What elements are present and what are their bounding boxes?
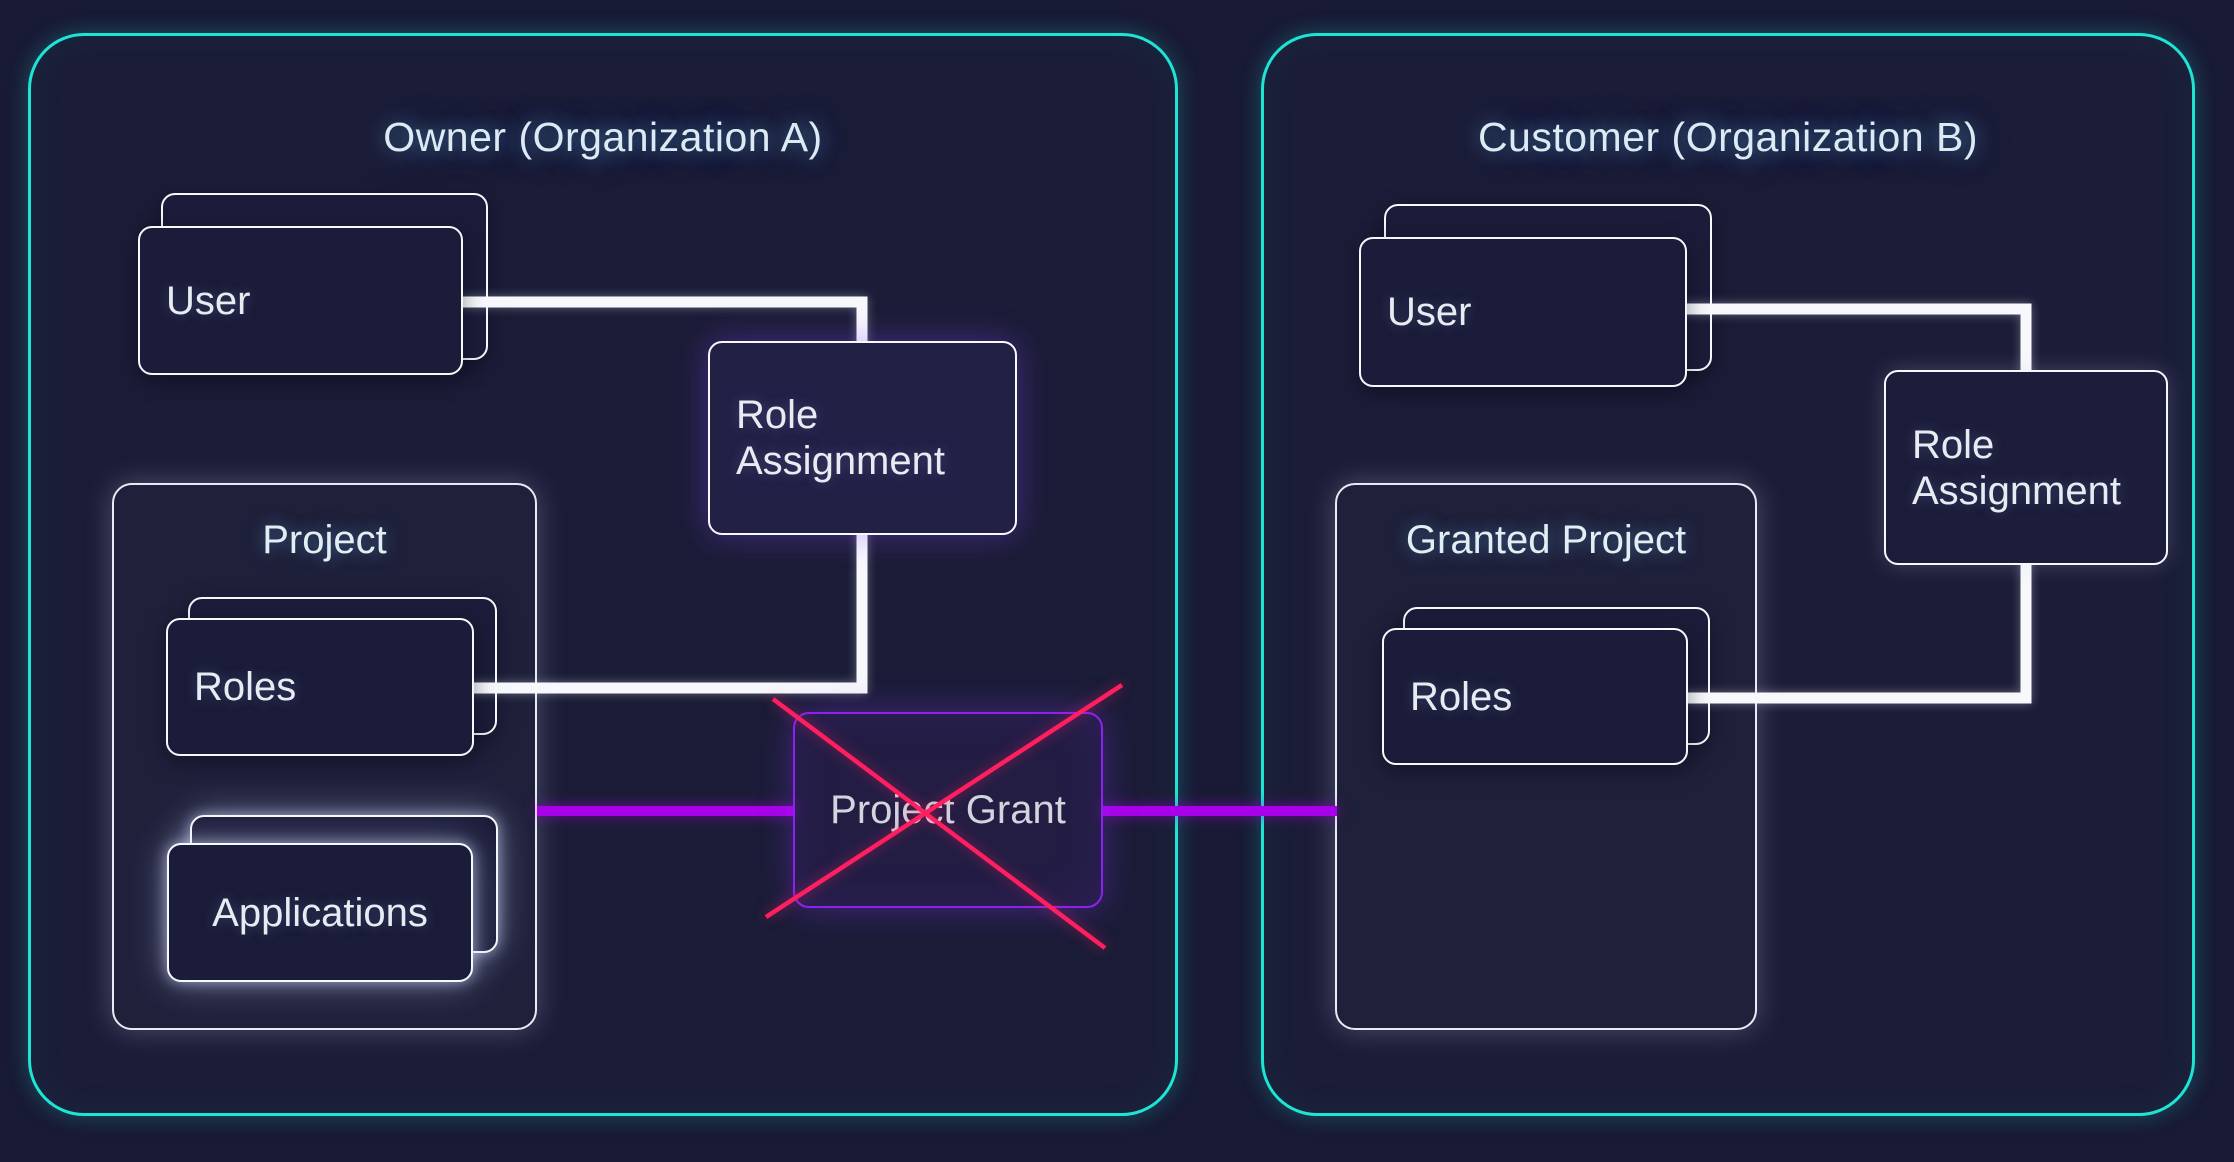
customer-user-label: User — [1387, 290, 1472, 334]
owner-role-assignment-card: Role Assignment — [708, 341, 1017, 535]
owner-user-label: User — [166, 278, 251, 323]
customer-role-assignment-card: Role Assignment — [1884, 370, 2168, 565]
customer-organization-container: Customer (Organization B) — [1261, 33, 2195, 1116]
owner-organization-title: Owner (Organization A) — [383, 114, 823, 160]
owner-project-title: Project — [262, 518, 387, 562]
owner-user-card: User — [138, 226, 463, 375]
project-grant-card: Project Grant — [793, 712, 1103, 908]
project-grant-label: Project Grant — [830, 787, 1066, 832]
customer-user-card: User — [1359, 237, 1687, 387]
owner-project-container: Project — [112, 483, 537, 1030]
owner-roles-label: Roles — [194, 665, 297, 709]
customer-organization-title: Customer (Organization B) — [1477, 114, 1979, 160]
owner-applications-card: Applications — [167, 843, 473, 982]
granted-project-container: Granted Project — [1335, 483, 1757, 1030]
owner-roles-card: Roles — [166, 618, 474, 756]
customer-role-assignment-label: Role Assignment — [1912, 422, 2121, 513]
customer-roles-card: Roles — [1382, 628, 1688, 765]
owner-applications-label: Applications — [212, 890, 428, 935]
granted-project-title: Granted Project — [1405, 518, 1687, 562]
owner-role-assignment-label: Role Assignment — [736, 393, 945, 483]
owner-organization-container: Owner (Organization A) — [28, 33, 1178, 1116]
customer-roles-label: Roles — [1410, 674, 1513, 719]
